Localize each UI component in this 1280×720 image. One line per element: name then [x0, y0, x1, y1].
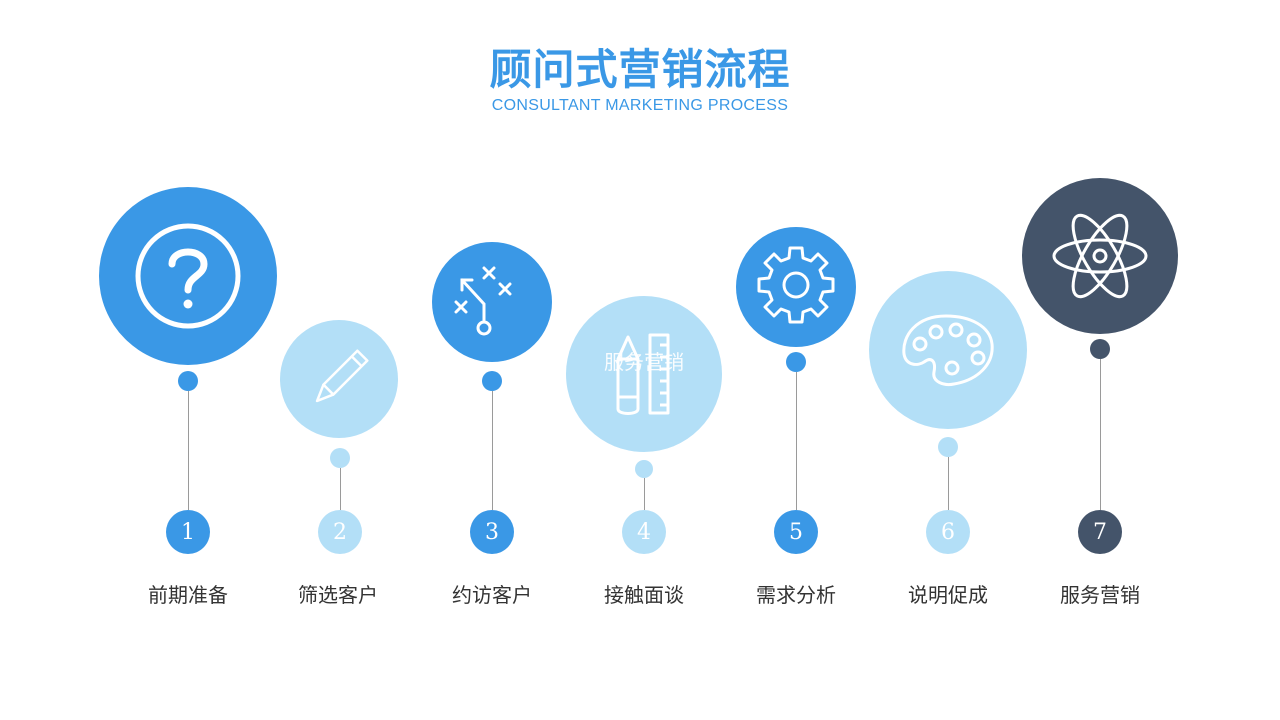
step-2-number-badge: 2	[318, 510, 362, 554]
step-4-number-badge: 4	[622, 510, 666, 554]
step-6-connector-line	[948, 457, 949, 510]
step-1-label: 前期准备	[148, 583, 228, 607]
step-1-number-badge: 1	[166, 510, 210, 554]
step-2-circle	[280, 320, 398, 438]
step-5-connector-line	[796, 372, 797, 510]
step-6-label: 说明促成	[908, 583, 988, 607]
question-icon	[135, 223, 241, 329]
step-2-connector-dot	[330, 448, 350, 468]
overlay-text: 服务营销	[604, 350, 684, 374]
step-7-connector-line	[1100, 359, 1101, 510]
step-6-number-badge: 6	[926, 510, 970, 554]
step-3-number-badge: 3	[470, 510, 514, 554]
gear-icon	[757, 246, 835, 324]
step-2-connector-line	[340, 468, 341, 510]
step-6-circle	[869, 271, 1027, 429]
step-4-label: 接触面谈	[604, 583, 684, 607]
step-1-circle	[99, 187, 277, 365]
palette-icon	[902, 314, 994, 386]
step-5-label: 需求分析	[756, 583, 836, 607]
pencil-icon	[315, 349, 369, 403]
step-5-circle	[736, 227, 856, 347]
step-7-number-badge: 7	[1078, 510, 1122, 554]
page-subtitle: CONSULTANT MARKETING PROCESS	[491, 97, 789, 114]
page-title: 顾问式营销流程	[489, 45, 791, 94]
step-2-label: 筛选客户	[298, 583, 378, 607]
step-5-number-badge: 5	[774, 510, 818, 554]
step-7-circle	[1022, 178, 1178, 334]
atom-icon	[1052, 213, 1148, 299]
step-7-label: 服务营销	[1060, 583, 1140, 607]
step-6-connector-dot	[938, 437, 958, 457]
step-4-connector-line	[644, 478, 645, 510]
step-3-connector-line	[492, 391, 493, 510]
step-7-connector-dot	[1090, 339, 1110, 359]
step-4-circle	[566, 296, 722, 452]
step-1-connector-dot	[178, 371, 198, 391]
strategy-icon	[454, 266, 512, 336]
step-3-label: 约访客户	[452, 583, 532, 607]
step-5-connector-dot	[786, 352, 806, 372]
step-3-connector-dot	[482, 371, 502, 391]
ruler-pencil-icon	[616, 333, 670, 415]
step-3-circle	[432, 242, 552, 362]
step-1-connector-line	[188, 391, 189, 510]
step-4-connector-dot	[635, 460, 653, 478]
